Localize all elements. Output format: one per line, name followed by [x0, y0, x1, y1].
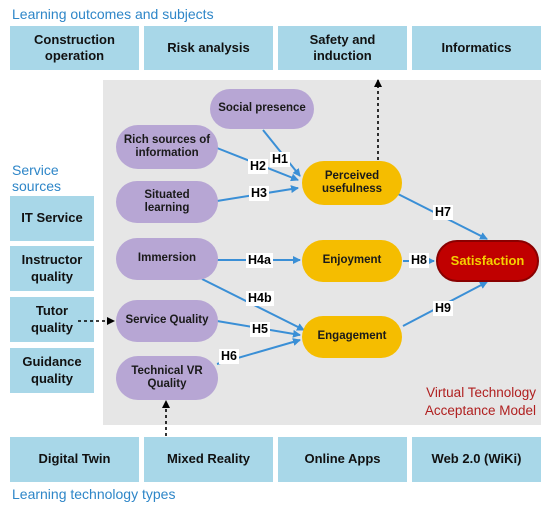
box-instructor-quality: Instructor quality [10, 246, 94, 291]
construct-rich-sources: Rich sources of information [116, 125, 218, 169]
construct-immersion: Immersion [116, 238, 218, 280]
construct-satisfaction: Satisfaction [436, 240, 539, 282]
label-h8: H8 [409, 253, 429, 268]
box-tutor-quality: Tutor quality [10, 297, 94, 342]
outcomes-section-label: Learning outcomes and subjects [12, 6, 214, 22]
box-safety-induction: Safety and induction [278, 26, 407, 70]
construct-social-presence: Social presence [210, 89, 314, 129]
box-risk-analysis: Risk analysis [144, 26, 273, 70]
box-construction-operation: Construction operation [10, 26, 139, 70]
construct-enjoyment: Enjoyment [302, 240, 402, 282]
construct-situated-learning: Situated learning [116, 181, 218, 223]
box-digital-twin: Digital Twin [10, 437, 139, 482]
label-h9: H9 [433, 301, 453, 316]
technology-section-label: Learning technology types [12, 486, 176, 502]
label-h2: H2 [248, 159, 268, 174]
label-h5: H5 [250, 322, 270, 337]
box-online-apps: Online Apps [278, 437, 407, 482]
label-h4a: H4a [246, 253, 273, 268]
box-guidance-quality: Guidance quality [10, 348, 94, 393]
construct-engagement: Engagement [302, 316, 402, 358]
label-h1: H1 [270, 152, 290, 167]
model-label: Virtual Technology Acceptance Model [424, 385, 536, 418]
label-h3: H3 [249, 186, 269, 201]
construct-perceived-usefulness: Perceived usefulness [302, 161, 402, 205]
box-it-service: IT Service [10, 196, 94, 241]
construct-technical-vr-quality: Technical VR Quality [116, 356, 218, 400]
service-section-label: Service sources [12, 162, 62, 194]
label-h7: H7 [433, 205, 453, 220]
construct-service-quality: Service Quality [116, 300, 218, 342]
label-h4b: H4b [246, 291, 274, 306]
box-mixed-reality: Mixed Reality [144, 437, 273, 482]
box-web-wiki: Web 2.0 (WiKi) [412, 437, 541, 482]
box-informatics: Informatics [412, 26, 541, 70]
label-h6: H6 [219, 349, 239, 364]
